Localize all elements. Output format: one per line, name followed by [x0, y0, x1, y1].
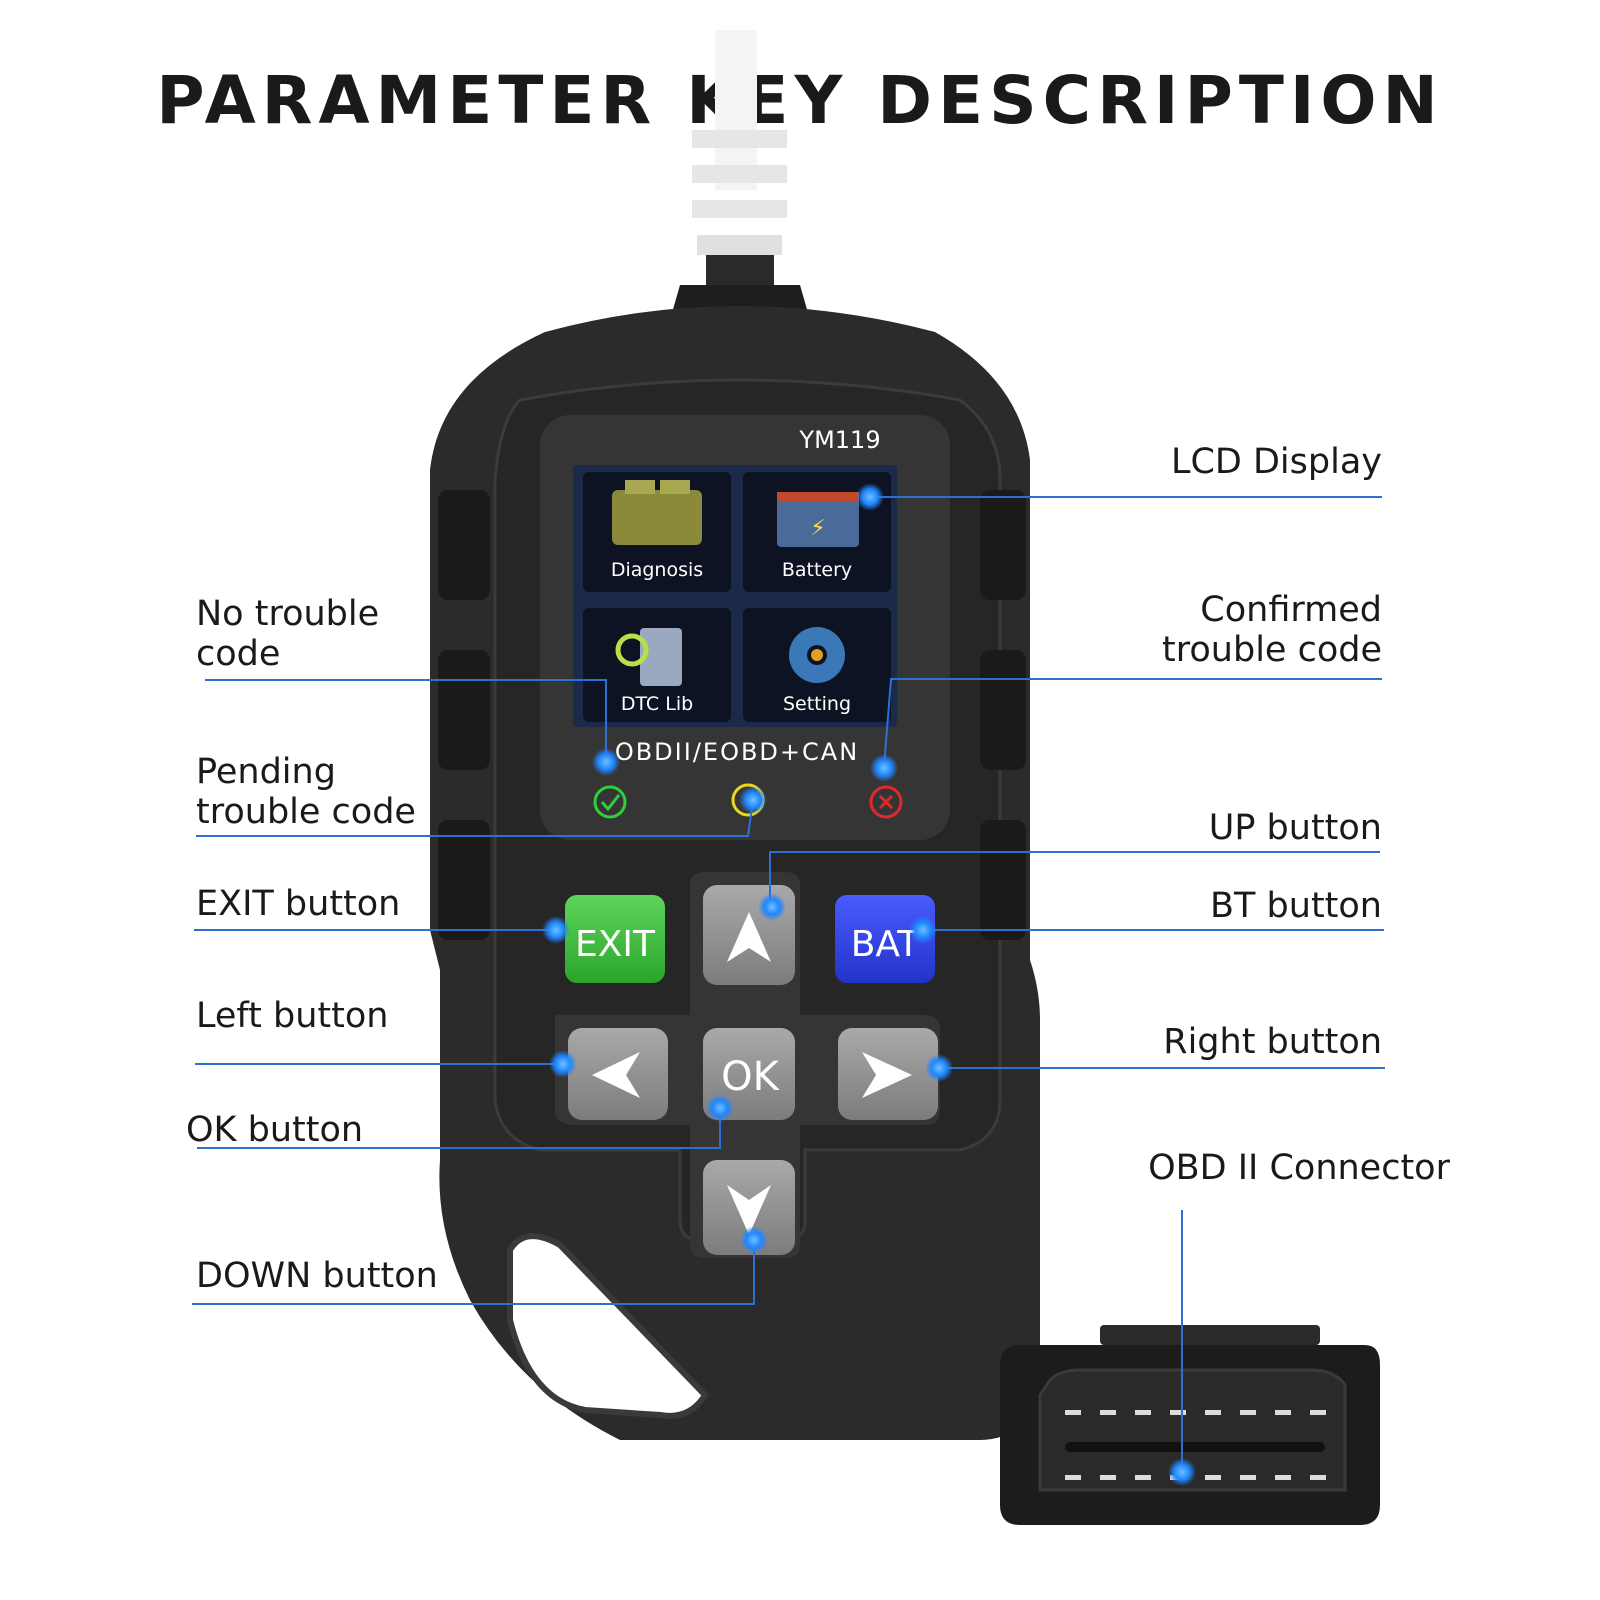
magnifier-icon: [615, 633, 649, 667]
model-label: YM119: [798, 426, 880, 454]
hotspot-confirmed: [870, 754, 898, 782]
chevron-down-icon: [727, 1185, 771, 1235]
tile-battery[interactable]: ⚡ Battery: [743, 472, 891, 592]
confirmed-trouble-code-led: [869, 785, 903, 819]
hotspot-right: [925, 1054, 953, 1082]
hotspots: [542, 483, 1196, 1486]
hotspot-pending: [739, 786, 767, 814]
hotspot-up: [758, 893, 786, 921]
hotspot-obd: [1168, 1458, 1196, 1486]
label-obd-connector: OBD II Connector: [1148, 1148, 1450, 1188]
label-no-trouble-code: No trouble code: [196, 594, 380, 674]
tile-diagnosis[interactable]: Diagnosis: [583, 472, 731, 592]
label-ok-button: OK button: [186, 1110, 364, 1150]
leader-lines: [192, 496, 1385, 1470]
tile-dtc-lib[interactable]: DTC Lib: [583, 608, 731, 722]
tile-dtc-lib-label: DTC Lib: [621, 693, 693, 715]
obd-connector: [1000, 1325, 1380, 1525]
no-trouble-code-led: [593, 785, 627, 819]
page-title: Parameter Key Description: [156, 62, 1444, 139]
cable: [670, 30, 810, 320]
label-lcd-display: LCD Display: [1170, 442, 1382, 482]
label-right-button: Right button: [1163, 1022, 1382, 1062]
exit-button[interactable]: EXIT: [565, 895, 665, 983]
chevron-up-icon: [727, 912, 771, 962]
down-button[interactable]: [703, 1160, 795, 1255]
exit-button-label: EXIT: [575, 924, 656, 965]
label-down-button: DOWN button: [196, 1256, 438, 1296]
hotspot-down: [740, 1226, 768, 1254]
hotspot-exit: [542, 916, 570, 944]
label-bt-button: BT button: [1210, 886, 1382, 926]
bat-button[interactable]: BAT: [835, 895, 935, 983]
tile-setting[interactable]: Setting: [743, 608, 891, 722]
label-exit-button: EXIT button: [196, 884, 401, 924]
tile-setting-label: Setting: [783, 693, 851, 715]
hotspot-no-trouble: [592, 748, 620, 776]
battery-bolt-icon: ⚡: [810, 516, 825, 541]
right-button[interactable]: [838, 1028, 938, 1120]
tile-diagnosis-label: Diagnosis: [611, 559, 703, 581]
check-icon: [600, 794, 621, 812]
hotspot-left: [549, 1050, 577, 1078]
hotspot-bt: [909, 916, 937, 944]
label-confirmed-trouble-code: Confirmed trouble code: [1162, 590, 1382, 670]
ok-button-label: OK: [721, 1054, 780, 1100]
hotspot-lcd: [856, 483, 884, 511]
bat-button-label: BAT: [851, 924, 921, 965]
chevron-left-icon: [592, 1052, 640, 1098]
label-pending-trouble-code: Pending trouble code: [196, 752, 416, 832]
chevron-right-icon: [862, 1052, 912, 1098]
cross-icon: [878, 794, 894, 810]
tile-battery-label: Battery: [782, 559, 852, 581]
label-left-button: Left button: [196, 996, 389, 1036]
hotspot-ok: [706, 1094, 734, 1122]
label-up-button: UP button: [1208, 808, 1382, 848]
left-button[interactable]: [568, 1028, 668, 1120]
protocol-label: OBDII/EOBD+CAN: [615, 738, 859, 766]
